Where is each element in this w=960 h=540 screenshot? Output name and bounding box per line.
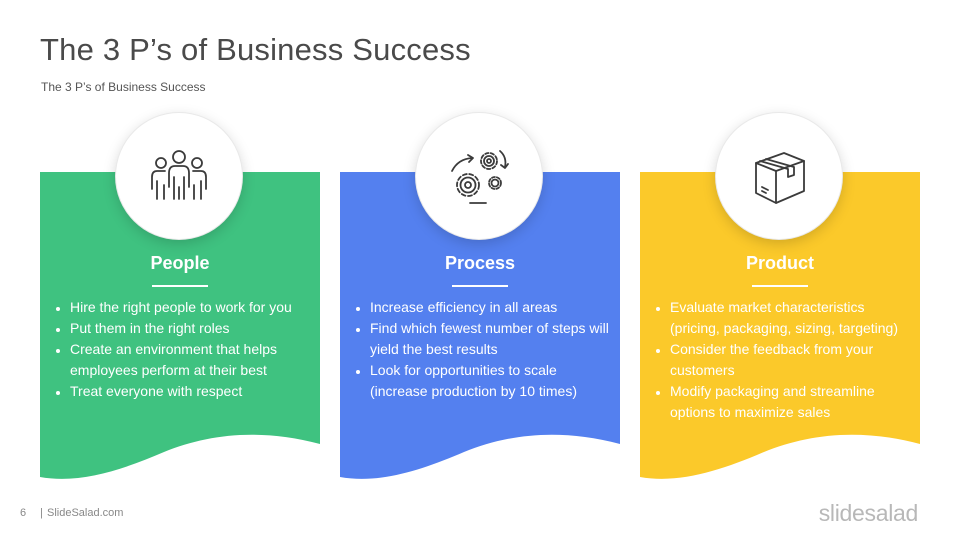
people-heading: People [150,253,210,273]
gears-icon [451,150,509,204]
process-card-shape [340,172,620,479]
list-item: Create an environment that helps employe… [70,339,314,381]
box-icon [755,152,805,204]
slide-subtitle: The 3 P’s of Business Success [41,80,206,94]
brand-logo: slidesalad [818,500,919,526]
process-icon-circle [416,113,542,239]
people-bullet-list: Hire the right people to work for you Pu… [54,297,314,402]
process-card-background [340,172,620,479]
list-item: Find which fewest number of steps will y… [370,318,614,360]
people-divider [152,285,208,287]
footer-separator: | [40,507,43,519]
list-item: Look for opportunities to scale (increas… [370,360,614,402]
product-card-background [640,172,920,479]
process-card: Process Increase efficiency in all areas… [340,113,620,490]
list-item: Consider the feedback from your customer… [670,339,914,381]
people-icon-circle [116,113,242,239]
people-group-icon [151,150,207,200]
process-divider [452,285,508,287]
list-item: Increase efficiency in all areas [370,297,614,318]
list-item: Modify packaging and streamline options … [670,381,914,423]
product-card: Product Evaluate market characteristics … [640,113,920,490]
people-card-background [40,172,320,479]
product-heading: Product [745,253,814,273]
footer: 6 |SlideSalad.com [20,507,123,519]
slide-title: The 3 P’s of Business Success [40,32,471,67]
product-card-shape [640,172,920,479]
product-bullet-list: Evaluate market characteristics (pricing… [654,297,914,423]
page-number: 6 [20,507,27,519]
footer-site-link[interactable]: SlideSalad.com [46,507,124,519]
list-item: Hire the right people to work for you [70,297,314,318]
list-item: Treat everyone with respect [70,381,314,402]
list-item: Put them in the right roles [70,318,314,339]
product-icon-circle [716,113,842,239]
people-card: People Hire the right people to work for… [40,113,320,490]
people-card-shape [40,172,320,479]
process-heading: Process [444,253,516,273]
process-bullet-list: Increase efficiency in all areas Find wh… [354,297,614,402]
product-divider [752,285,808,287]
list-item: Evaluate market characteristics (pricing… [670,297,914,339]
